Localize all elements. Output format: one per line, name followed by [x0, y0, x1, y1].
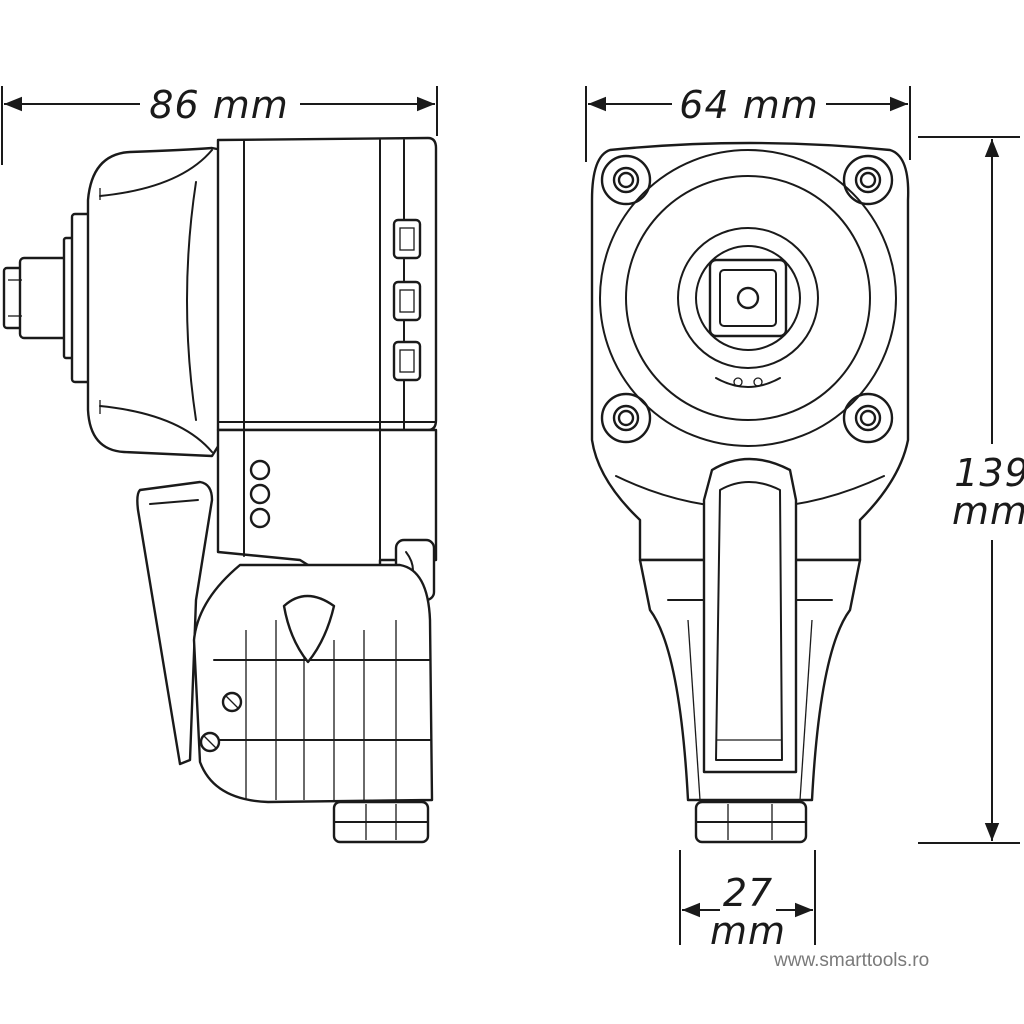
- dimension-base-width: 27 mm: [679, 850, 816, 953]
- side-width-label: 86 mm: [149, 83, 288, 127]
- dimension-side-width: 86 mm: [1, 83, 438, 165]
- front-view: [590, 141, 910, 844]
- base-value-label: 27: [723, 871, 773, 915]
- base-unit-label: mm: [710, 909, 786, 953]
- dimension-height: 139 mm: [918, 136, 1024, 844]
- watermark-text: www.smarttools.ro: [774, 950, 930, 971]
- height-value-label: 139: [954, 451, 1024, 495]
- side-view: [2, 136, 438, 844]
- dimension-front-width: 64 mm: [585, 83, 911, 162]
- height-unit-label: mm: [952, 489, 1024, 533]
- front-width-label: 64 mm: [679, 83, 818, 127]
